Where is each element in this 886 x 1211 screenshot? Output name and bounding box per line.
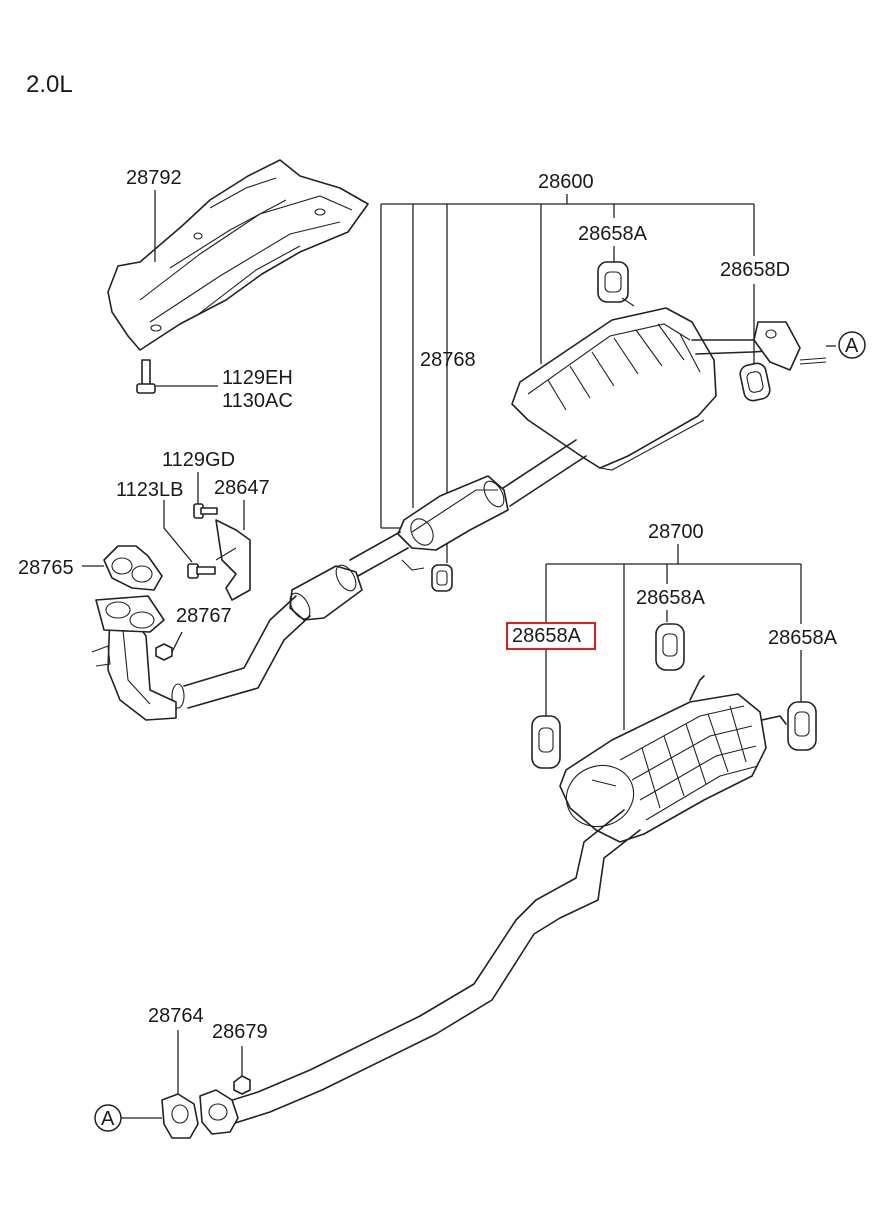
label-28647[interactable]: 28647	[214, 477, 270, 499]
label-28658d[interactable]: 28658D	[720, 259, 790, 281]
label-28600[interactable]: 28600	[538, 171, 594, 193]
center-muffler-drawing[interactable]	[511, 307, 836, 471]
label-28764[interactable]: 28764	[148, 1005, 204, 1027]
label-28658a-top[interactable]: 28658A	[578, 223, 648, 245]
nut-28767-drawing[interactable]	[155, 643, 173, 661]
label-1129eh[interactable]: 1129EH	[222, 367, 293, 389]
hanger-28658d-drawing[interactable]	[739, 362, 772, 403]
bolt-1123lb-drawing[interactable]	[187, 563, 216, 579]
label-28658a-mid[interactable]: 28658A	[636, 587, 706, 609]
selected-part-highlight	[506, 622, 596, 650]
gasket-28764-drawing[interactable]	[161, 1093, 199, 1139]
heat-shield-drawing[interactable]	[107, 159, 369, 351]
label-28792[interactable]: 28792	[126, 167, 182, 189]
hanger-28658a-top-drawing[interactable]	[597, 261, 635, 307]
label-28679[interactable]: 28679	[212, 1021, 268, 1043]
nut-28679-drawing[interactable]	[233, 1075, 251, 1095]
engine-label: 2.0L	[26, 71, 73, 98]
front-pipe-drawing[interactable]	[91, 562, 363, 721]
label-28765[interactable]: 28765	[18, 557, 74, 579]
ref-a-left	[94, 1104, 122, 1132]
label-28767[interactable]: 28767	[176, 605, 232, 627]
hanger-28658a-selected-drawing[interactable]	[531, 715, 561, 769]
label-1123lb[interactable]: 1123LB	[116, 479, 183, 501]
ref-a-right-label: A	[845, 335, 859, 357]
rear-muffler-drawing[interactable]	[558, 675, 787, 843]
bolt-1129gd-drawing[interactable]	[193, 503, 218, 519]
bracket-28647-drawing[interactable]	[215, 519, 251, 601]
label-1130ac[interactable]: 1130AC	[222, 390, 293, 412]
catalytic-converter-drawing[interactable]	[349, 439, 587, 577]
ref-a-right	[838, 331, 866, 359]
tail-pipe-flange-drawing[interactable]	[199, 1089, 239, 1135]
gasket-28765-drawing[interactable]	[103, 545, 163, 591]
tail-pipe-drawing[interactable]	[219, 809, 641, 1125]
label-1129gd[interactable]: 1129GD	[162, 449, 235, 471]
hanger-28658a-mid-drawing[interactable]	[655, 623, 685, 671]
label-28658a-right[interactable]: 28658A	[768, 627, 838, 649]
hanger-28768-drawing[interactable]	[401, 559, 453, 592]
label-28658a-selected[interactable]: 28658A	[512, 625, 582, 647]
label-28700[interactable]: 28700	[648, 521, 704, 543]
bolt-1129eh-drawing[interactable]	[136, 359, 156, 394]
ref-a-left-label: A	[101, 1108, 115, 1130]
hanger-28658a-right-drawing[interactable]	[787, 701, 817, 751]
label-28768[interactable]: 28768	[420, 349, 476, 371]
